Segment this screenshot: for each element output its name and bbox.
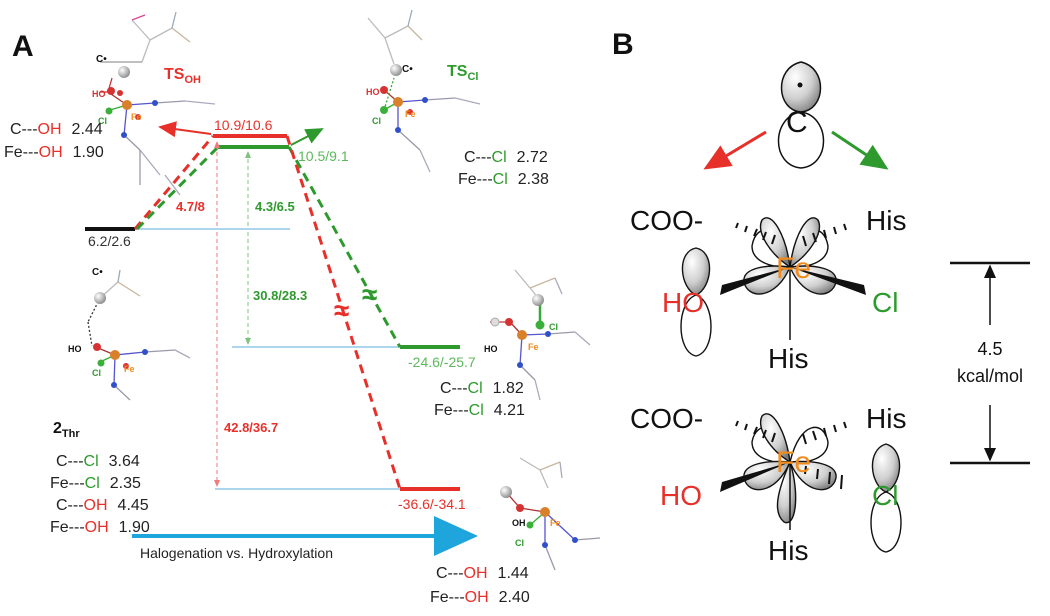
svg-text:Fe: Fe (124, 364, 135, 374)
arrow-to-oh (703, 130, 767, 170)
ts-cl-title: TS (447, 63, 468, 80)
label-start: 6.2/2.6 (88, 233, 131, 249)
svg-text:C---Cl1.82: C---Cl1.82 (440, 380, 524, 397)
lower-his-right-label: His (866, 403, 906, 434)
structure-prod-oh: OH Cl Fe (500, 457, 601, 571)
svg-text:Cl: Cl (98, 116, 107, 126)
svg-text:Fe: Fe (528, 342, 539, 352)
label-barrier-oh: 4.7/8 (176, 199, 205, 214)
label-ts-cl: 10.5/9.1 (298, 148, 349, 164)
svg-text:Cl: Cl (515, 538, 524, 548)
energy-levels (85, 134, 460, 491)
svg-text:C---OH1.44: C---OH1.44 (436, 565, 529, 582)
ts-oh-title: TS (164, 66, 185, 83)
ts-cl-branch-arrow (290, 128, 324, 146)
gap-value: 4.5 (977, 339, 1002, 359)
label-prod-cl: -24.6/-25.7 (408, 354, 476, 370)
svg-text:HO: HO (92, 89, 106, 99)
svg-text:Fe---Cl4.21: Fe---Cl4.21 (434, 402, 525, 419)
svg-text:HO: HO (366, 87, 380, 97)
svg-text:Fe---OH1.90: Fe---OH1.90 (50, 519, 150, 536)
svg-text:TSCl: TSCl (447, 63, 478, 83)
upper-fe-complex: COO- His Fe HO Cl His (630, 205, 906, 374)
svg-text:HO: HO (68, 344, 82, 354)
lower-fe-complex: COO- His Fe HO Cl His (630, 403, 906, 566)
label-prod-oh: -36.6/-34.1 (398, 496, 466, 512)
svg-text:C---OH2.44: C---OH2.44 (10, 121, 103, 138)
label-drop-cl: 30.8/28.3 (253, 288, 307, 303)
thr-title: 2 (53, 420, 62, 437)
break-mark-red: ≈ (334, 295, 349, 326)
lower-ho-label: HO (660, 480, 702, 511)
structure-prod-cl: Cl HO Fe (484, 269, 591, 401)
upper-coo-label: COO- (630, 205, 703, 236)
break-mark-green: ≈ (362, 279, 377, 310)
gap-unit: kcal/mol (957, 366, 1023, 386)
upper-his-bottom-label: His (768, 343, 808, 374)
ts-oh-branch-arrow (158, 121, 212, 138)
upper-his-right-label: His (866, 205, 906, 236)
structure-ts-oh: C• HO Cl Fe TSOH (92, 11, 216, 196)
carbon-radical-orbital: C (777, 61, 825, 169)
svg-text:HO: HO (484, 344, 498, 354)
upper-fe-label: Fe (776, 252, 811, 285)
label-drop-oh: 42.8/36.7 (224, 420, 278, 435)
structure-thr: C• HO Cl Fe 2Thr (53, 267, 191, 440)
energy-gap-indicator: 4.5 kcal/mol (950, 261, 1030, 465)
svg-text:C---OH4.45: C---OH4.45 (56, 497, 149, 514)
svg-text:Fe: Fe (405, 109, 416, 119)
svg-text:2Thr: 2Thr (53, 420, 80, 440)
lower-coo-label: COO- (630, 403, 703, 434)
svg-text:OH: OH (512, 518, 526, 528)
panel-a-label: A (12, 30, 34, 63)
svg-text:Cl: Cl (372, 116, 381, 126)
svg-text:TSOH: TSOH (164, 66, 201, 86)
panel-b-label: B (612, 28, 634, 61)
arrow-to-cl (831, 130, 889, 170)
svg-text:Fe: Fe (131, 112, 142, 122)
svg-text:Fe---OH1.90: Fe---OH1.90 (4, 144, 104, 161)
upper-ho-label: HO (662, 287, 704, 318)
svg-text:Cl: Cl (549, 322, 558, 332)
barrier-arrows (214, 141, 251, 487)
upper-cl-label: Cl (872, 287, 898, 318)
svg-text:Fe: Fe (550, 518, 561, 528)
lower-cl-label: Cl (872, 480, 898, 511)
svg-text:Cl: Cl (92, 368, 101, 378)
svg-text:Fe---OH2.40: Fe---OH2.40 (430, 589, 530, 606)
reaction-paths: ≈ ≈ (133, 135, 402, 490)
direction-caption: Halogenation vs. Hydroxylation (140, 545, 333, 561)
lower-his-bottom-label: His (768, 535, 808, 566)
reference-lines (135, 228, 400, 490)
svg-text:Fe---Cl2.38: Fe---Cl2.38 (458, 171, 549, 188)
label-ts-oh: 10.9/10.6 (214, 117, 273, 133)
carbon-label: C (786, 106, 808, 139)
svg-text:Fe---Cl2.35: Fe---Cl2.35 (50, 475, 141, 492)
svg-text:C---Cl2.72: C---Cl2.72 (464, 149, 548, 166)
structure-ts-cl: C• HO Cl Fe TSCl (366, 9, 481, 173)
lower-fe-label: Fe (776, 446, 811, 479)
svg-text:C•: C• (96, 54, 107, 65)
svg-text:C•: C• (92, 267, 103, 278)
label-barrier-cl: 4.3/6.5 (255, 199, 295, 214)
svg-text:C•: C• (402, 64, 413, 75)
svg-text:C---Cl3.64: C---Cl3.64 (56, 453, 140, 470)
